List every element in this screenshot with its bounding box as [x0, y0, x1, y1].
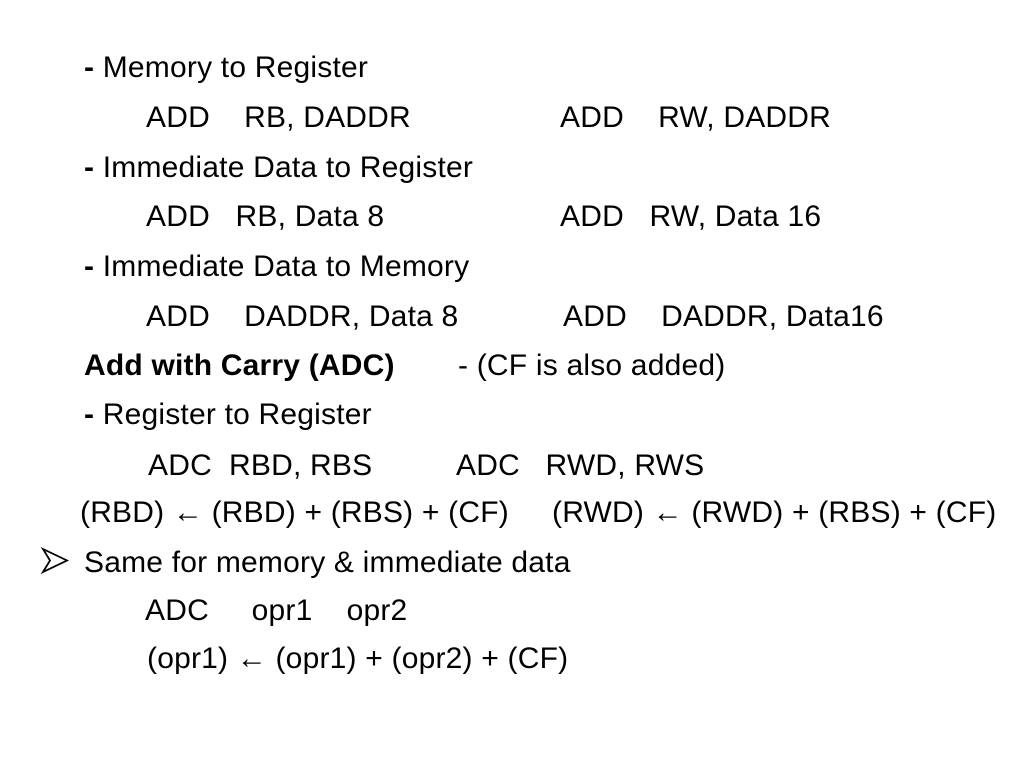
immediate-to-memory-label-col-1: - Immediate Data to Memory — [84, 245, 469, 289]
text-run: ADC RBD, RBS — [148, 449, 373, 482]
text-run: ADC opr1 opr2 — [145, 594, 408, 627]
text-run: Memory to Register — [102, 51, 369, 84]
adc-register-semantics-col-2: (RWD) ← (RWD) + (RBS) + (CF) — [552, 491, 996, 535]
add-with-carry-heading: Add with Carry (ADC) - (CF is also added) — [0, 344, 1024, 388]
add-memory-examples: ADD RB, DADDR ADD RW, DADDR — [0, 96, 1024, 140]
add-memory-examples-col-1: ADD RB, DADDR — [146, 96, 411, 140]
text-run: ADC RWD, RWS — [456, 449, 705, 482]
same-for-memory-note-col-1: Same for memory & immediate data — [84, 541, 571, 585]
arrowhead-bullet-icon — [40, 547, 70, 574]
text-run: - — [84, 51, 103, 84]
text-run: Register to Register — [102, 398, 372, 431]
immediate-to-register-label: - Immediate Data to Register — [0, 146, 1024, 190]
adc-register-semantics: (RBD) ← (RBD) + (RBS) + (CF) (RWD) ← (RWD… — [0, 491, 1024, 535]
add-immediate-register-examples-col-1: ADD RB, Data 8 — [146, 195, 384, 239]
immediate-to-memory-label: - Immediate Data to Memory — [0, 245, 1024, 289]
text-run: ADD DADDR, Data16 — [563, 300, 884, 333]
register-to-register-label: - Register to Register — [0, 393, 1024, 437]
text-run: - — [84, 151, 103, 184]
text-run: Immediate Data to Register — [102, 151, 474, 184]
adc-register-examples-col-2: ADC RWD, RWS — [456, 444, 704, 488]
add-immediate-register-examples-col-2: ADD RW, Data 16 — [560, 195, 821, 239]
add-immediate-memory-examples-col-2: ADD DADDR, Data16 — [563, 295, 884, 339]
register-to-register-label-col-1: - Register to Register — [84, 393, 372, 437]
text-run: Add with Carry (ADC) — [84, 349, 395, 382]
text-run: ADD RW, DADDR — [560, 101, 832, 134]
text-run: - — [84, 398, 103, 431]
text-run: (opr1) ← (opr1) + (opr2) + (CF) — [147, 642, 569, 675]
add-with-carry-heading-col-1: Add with Carry (ADC) — [84, 344, 395, 388]
adc-register-examples: ADC RBD, RBS ADC RWD, RWS — [0, 444, 1024, 488]
text-run: ADD RB, DADDR — [146, 101, 411, 134]
text-run: Same for memory & immediate data — [84, 546, 571, 579]
text-run: ADD RW, Data 16 — [560, 200, 822, 233]
text-run: - (CF is also added) — [458, 349, 726, 382]
text-run: (RBD) ← (RBD) + (RBS) + (CF) — [80, 496, 509, 529]
adc-register-examples-col-1: ADC RBD, RBS — [148, 444, 372, 488]
adc-generic-form: ADC opr1 opr2 — [0, 589, 1024, 633]
add-immediate-memory-examples-col-1: ADD DADDR, Data 8 — [146, 295, 458, 339]
adc-generic-semantics: (opr1) ← (opr1) + (opr2) + (CF) — [0, 637, 1024, 681]
same-for-memory-note: Same for memory & immediate data — [0, 541, 1024, 585]
text-run: Immediate Data to Memory — [102, 250, 470, 283]
immediate-to-register-label-col-1: - Immediate Data to Register — [84, 146, 473, 190]
add-memory-examples-col-2: ADD RW, DADDR — [560, 96, 831, 140]
text-run: ADD DADDR, Data 8 — [146, 300, 459, 333]
adc-generic-form-col-1: ADC opr1 opr2 — [145, 589, 407, 633]
memory-to-register-label-col-1: - Memory to Register — [84, 46, 368, 90]
adc-register-semantics-col-1: (RBD) ← (RBD) + (RBS) + (CF) — [80, 491, 509, 535]
text-run: ADD RB, Data 8 — [146, 200, 385, 233]
add-with-carry-heading-col-2: - (CF is also added) — [458, 344, 725, 388]
add-immediate-memory-examples: ADD DADDR, Data 8 ADD DADDR, Data16 — [0, 295, 1024, 339]
adc-generic-semantics-col-1: (opr1) ← (opr1) + (opr2) + (CF) — [147, 637, 568, 681]
text-run: (RWD) ← (RWD) + (RBS) + (CF) — [552, 496, 997, 529]
text-run: - — [84, 250, 103, 283]
add-immediate-register-examples: ADD RB, Data 8 ADD RW, Data 16 — [0, 195, 1024, 239]
memory-to-register-label: - Memory to Register — [0, 46, 1024, 90]
